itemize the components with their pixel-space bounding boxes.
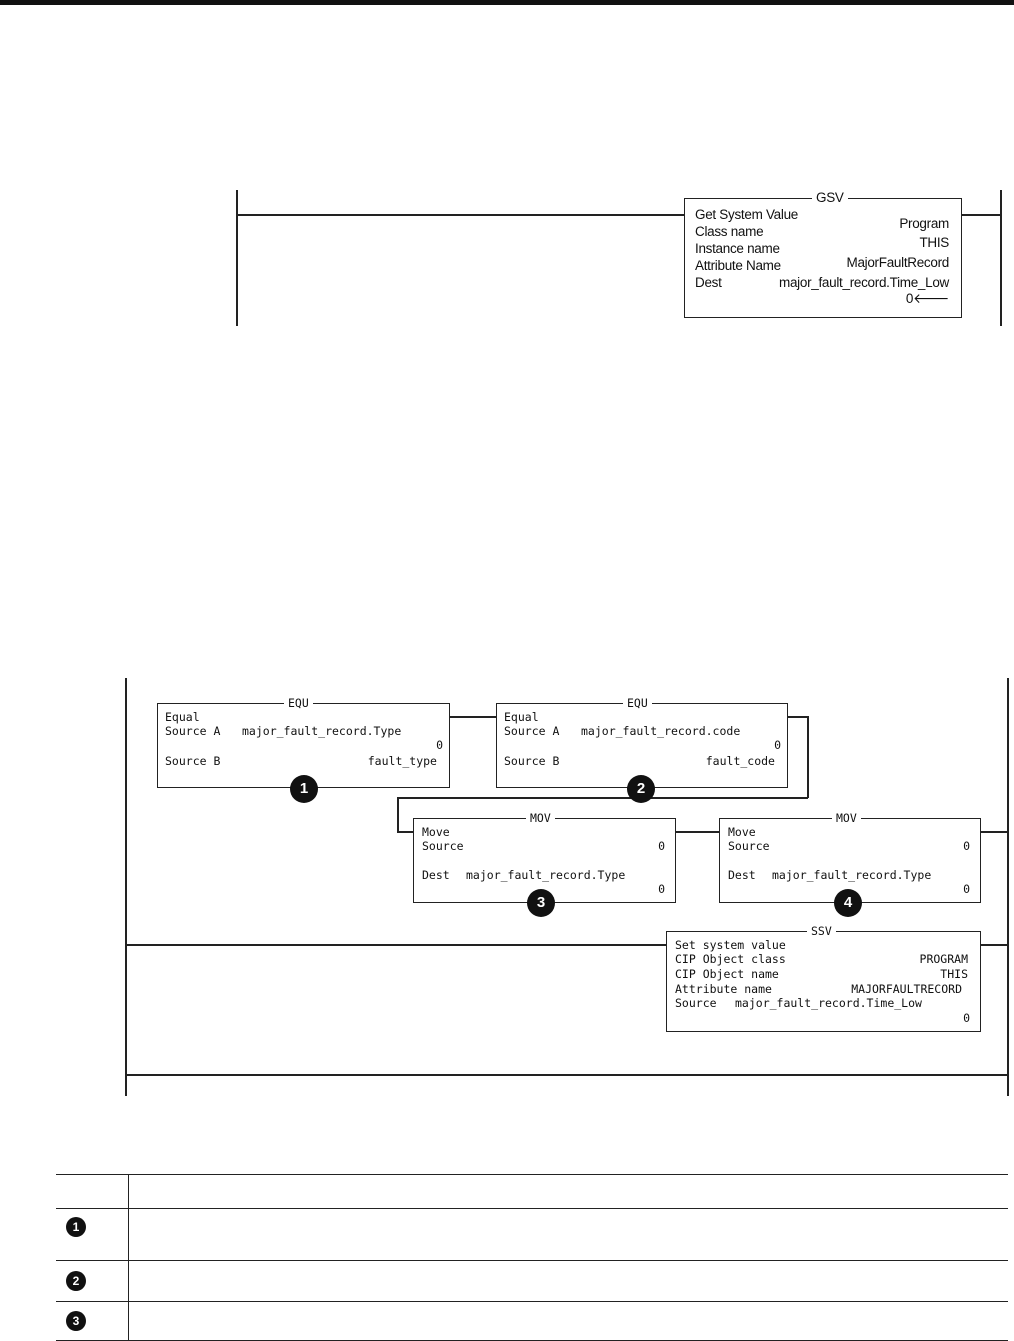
gsv-class-name-label: Class name [695, 224, 764, 239]
gsv-header: GSV [812, 191, 848, 204]
ssv-instruction-block[interactable]: SSV Set system value CIP Object class PR… [666, 925, 981, 1032]
gsv-dest-label: Dest [695, 275, 722, 290]
mov2-source-label: Source [728, 839, 770, 853]
mov2-title: Move [728, 825, 756, 839]
mov-instruction-block-1[interactable]: MOV Move Source 0 Dest major_fault_recor… [413, 812, 676, 903]
gsv-attribute-name-label: Attribute Name [695, 258, 781, 273]
gsv-dest-value: major_fault_record.Time_Low [779, 275, 949, 290]
equ1-source-a: major_fault_record.Type [242, 724, 402, 738]
wire-bottom-rung [126, 1074, 1008, 1076]
legend-text-2 [128, 1260, 1008, 1302]
equ1-source-b-label: Source B [165, 754, 221, 768]
equ2-source-b: fault_code [705, 754, 775, 768]
callout-badge-3: 3 [527, 889, 555, 917]
ssv-title: Set system value [675, 938, 786, 952]
legend-badge-1: 1 [66, 1217, 86, 1237]
callout-badge-4: 4 [834, 889, 862, 917]
legend-row: 2 [56, 1260, 1008, 1302]
mov1-header: MOV [526, 812, 555, 824]
legend-header-row [56, 1174, 1008, 1209]
arrow-left-icon: 🡐 [913, 291, 949, 306]
mov1-source-label: Source [422, 839, 464, 853]
wire-to-mov1 [397, 831, 414, 833]
gsv-dest-number: 0🡐 [905, 291, 949, 306]
mov2-dest: major_fault_record.Type [772, 868, 932, 882]
equ1-source-a-value: 0 [436, 738, 443, 752]
equ1-title: Equal [165, 710, 200, 724]
wire-equ2-drop [807, 716, 809, 798]
wire-mov1-mov2 [675, 831, 720, 833]
mov2-source-value: 0 [963, 839, 970, 853]
mov1-title: Move [422, 825, 450, 839]
ssv-class-label: CIP Object class [675, 952, 786, 966]
mov1-dest: major_fault_record.Type [466, 868, 626, 882]
gsv-title: Get System Value [695, 207, 798, 222]
equ2-source-b-label: Source B [504, 754, 560, 768]
equ2-source-a-value: 0 [774, 738, 781, 752]
rung-wire-out [960, 214, 1001, 216]
right-power-rail-2 [1007, 678, 1009, 1096]
legend-text-3 [128, 1301, 1008, 1341]
ssv-attribute-label: Attribute name [675, 982, 772, 996]
wire-mov2-out [980, 831, 1008, 833]
callout-badge-2: 2 [627, 775, 655, 803]
equ2-header: EQU [623, 697, 652, 709]
equ-instruction-block-2[interactable]: EQU Equal Source A major_fault_record.co… [496, 697, 788, 788]
wire-equ1-equ2 [449, 716, 496, 718]
equ1-source-b: fault_type [367, 754, 437, 768]
gsv-instruction-block[interactable]: GSV Get System Value Class name Instance… [684, 191, 962, 318]
wire-ssv-out [980, 944, 1008, 946]
gsv-instance-name-label: Instance name [695, 241, 780, 256]
wire-branch-drop [397, 797, 399, 832]
equ-instruction-block-1[interactable]: EQU Equal Source A major_fault_record.Ty… [157, 697, 450, 788]
wire-equ2-out [787, 716, 808, 718]
equ1-source-a-label: Source A [165, 724, 221, 738]
ssv-source: major_fault_record.Time_Low [735, 996, 922, 1010]
legend-text-1 [128, 1208, 1008, 1261]
rung-wire [237, 214, 685, 216]
gsv-instance-name-value: THIS [919, 235, 949, 250]
equ1-header: EQU [284, 697, 313, 709]
left-power-rail [236, 190, 238, 326]
equ2-title: Equal [504, 710, 539, 724]
legend-row: 1 [56, 1208, 1008, 1261]
equ2-source-a-label: Source A [504, 724, 560, 738]
legend-badge-2: 2 [66, 1271, 86, 1291]
gsv-class-name-value: Program [899, 216, 949, 231]
legend-row: 3 [56, 1301, 1008, 1341]
ssv-source-label: Source [675, 996, 717, 1010]
mov1-source-value: 0 [658, 839, 665, 853]
ssv-class-value: PROGRAM [919, 952, 968, 966]
ssv-source-value: 0 [963, 1011, 970, 1025]
ssv-name-label: CIP Object name [675, 967, 779, 981]
callout-legend-table: 1 2 3 [56, 1174, 1008, 1341]
mov2-header: MOV [832, 812, 861, 824]
mov1-dest-label: Dest [422, 868, 450, 882]
mov2-dest-label: Dest [728, 868, 756, 882]
ssv-name-value: THIS [940, 967, 968, 981]
ssv-attribute-value: MAJORFAULTRECORD [851, 982, 962, 996]
callout-badge-1: 1 [290, 775, 318, 803]
equ2-source-a: major_fault_record.code [581, 724, 741, 738]
right-power-rail [1000, 190, 1002, 326]
legend-badge-3: 3 [66, 1311, 86, 1331]
mov2-dest-value: 0 [963, 882, 970, 896]
wire-to-ssv [126, 944, 667, 946]
ssv-header: SSV [807, 925, 836, 937]
left-power-rail-2 [125, 678, 127, 1096]
top-border [0, 0, 1014, 5]
wire-branch-return [397, 797, 808, 799]
mov1-dest-value: 0 [658, 882, 665, 896]
gsv-attribute-name-value: MajorFaultRecord [846, 255, 950, 270]
